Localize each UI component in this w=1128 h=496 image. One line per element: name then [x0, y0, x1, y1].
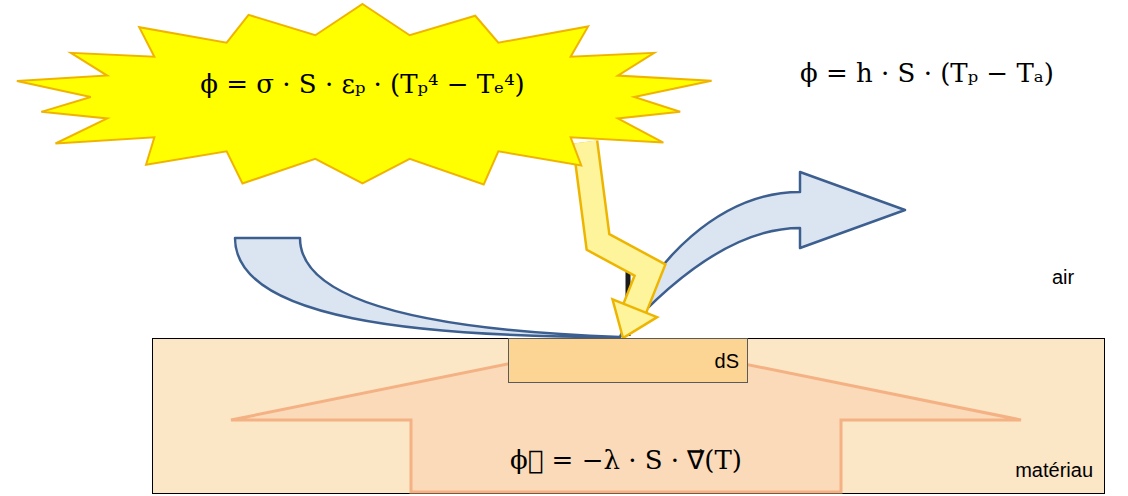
- radiation-arrow: [585, 142, 657, 338]
- node-text: ϕ⃗ = −λ · S · ∇⃗(T): [411, 434, 841, 486]
- convection-arrow-in: [235, 238, 620, 337]
- arrow-outline: [585, 142, 650, 310]
- radiation-burst: ϕ = σ · S · εₚ · (Tₚ⁴ − Tₑ⁴): [5, 2, 720, 192]
- node-text: matériau: [953, 455, 1093, 485]
- material-block: matériau dS ϕ⃗ = −λ · S · ∇⃗(T): [152, 338, 1105, 494]
- surface-element: dS: [508, 338, 748, 383]
- medium-label: air: [1052, 266, 1074, 289]
- arrow-head: [613, 299, 658, 338]
- convection-formula: ϕ = h · S · (Tₚ − Tₐ): [800, 58, 1054, 88]
- starburst-outline: [17, 4, 712, 184]
- node-text: ϕ = σ · S · εₚ · (Tₚ⁴ − Tₑ⁴): [45, 54, 680, 114]
- node-text: dS: [659, 343, 739, 379]
- arrow-body: [585, 142, 650, 310]
- convection-arrow-out: [620, 172, 905, 337]
- conduction-arrow-outline: [231, 340, 1021, 492]
